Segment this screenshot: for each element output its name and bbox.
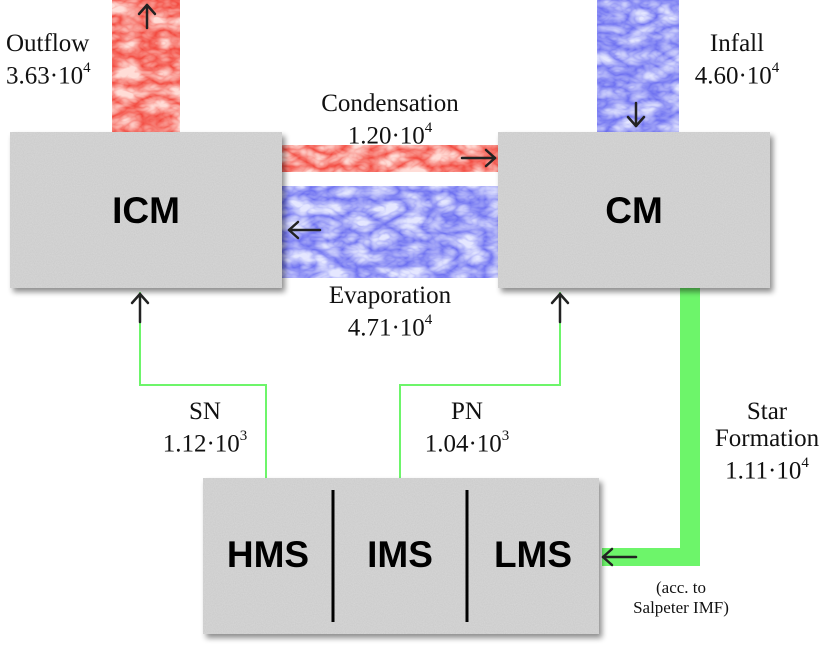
arrow-right-icon <box>460 148 497 168</box>
cm-label: CM <box>605 190 663 231</box>
arrow-left-icon <box>601 547 638 567</box>
stars-box <box>203 478 599 634</box>
hms-label: HMS <box>226 534 310 575</box>
icm-label: ICM <box>112 190 180 231</box>
sn-label: SN 1.12·103 <box>162 398 248 458</box>
lms-label: LMS <box>493 534 573 575</box>
infall-band <box>597 0 679 132</box>
star-formation-label: Star Formation 1.11·104 <box>714 398 820 485</box>
arrow-down-icon <box>626 101 646 128</box>
imf-note: (acc. to Salpeter IMF) <box>633 578 729 617</box>
infall-label: Infall 4.60·104 <box>694 30 780 90</box>
arrow-left-icon <box>287 220 322 240</box>
arrow-up-icon <box>130 292 150 324</box>
evaporation-band <box>282 186 498 278</box>
ims-label: IMS <box>367 534 433 575</box>
star-formation-band <box>602 284 700 566</box>
condensation-label: Condensation 1.20·104 <box>321 90 459 150</box>
feedback-lines <box>139 292 561 478</box>
icm-box <box>10 132 282 288</box>
arrow-up-icon <box>137 3 157 30</box>
arrow-up-icon <box>550 292 570 324</box>
evaporation-label: Evaporation 4.71·104 <box>328 282 452 342</box>
outflow-label: Outflow 3.63·104 <box>6 30 91 90</box>
cm-box <box>498 132 770 288</box>
pn-label: PN 1.04·103 <box>424 398 510 458</box>
pn-line <box>399 292 561 478</box>
sn-line <box>139 292 267 478</box>
